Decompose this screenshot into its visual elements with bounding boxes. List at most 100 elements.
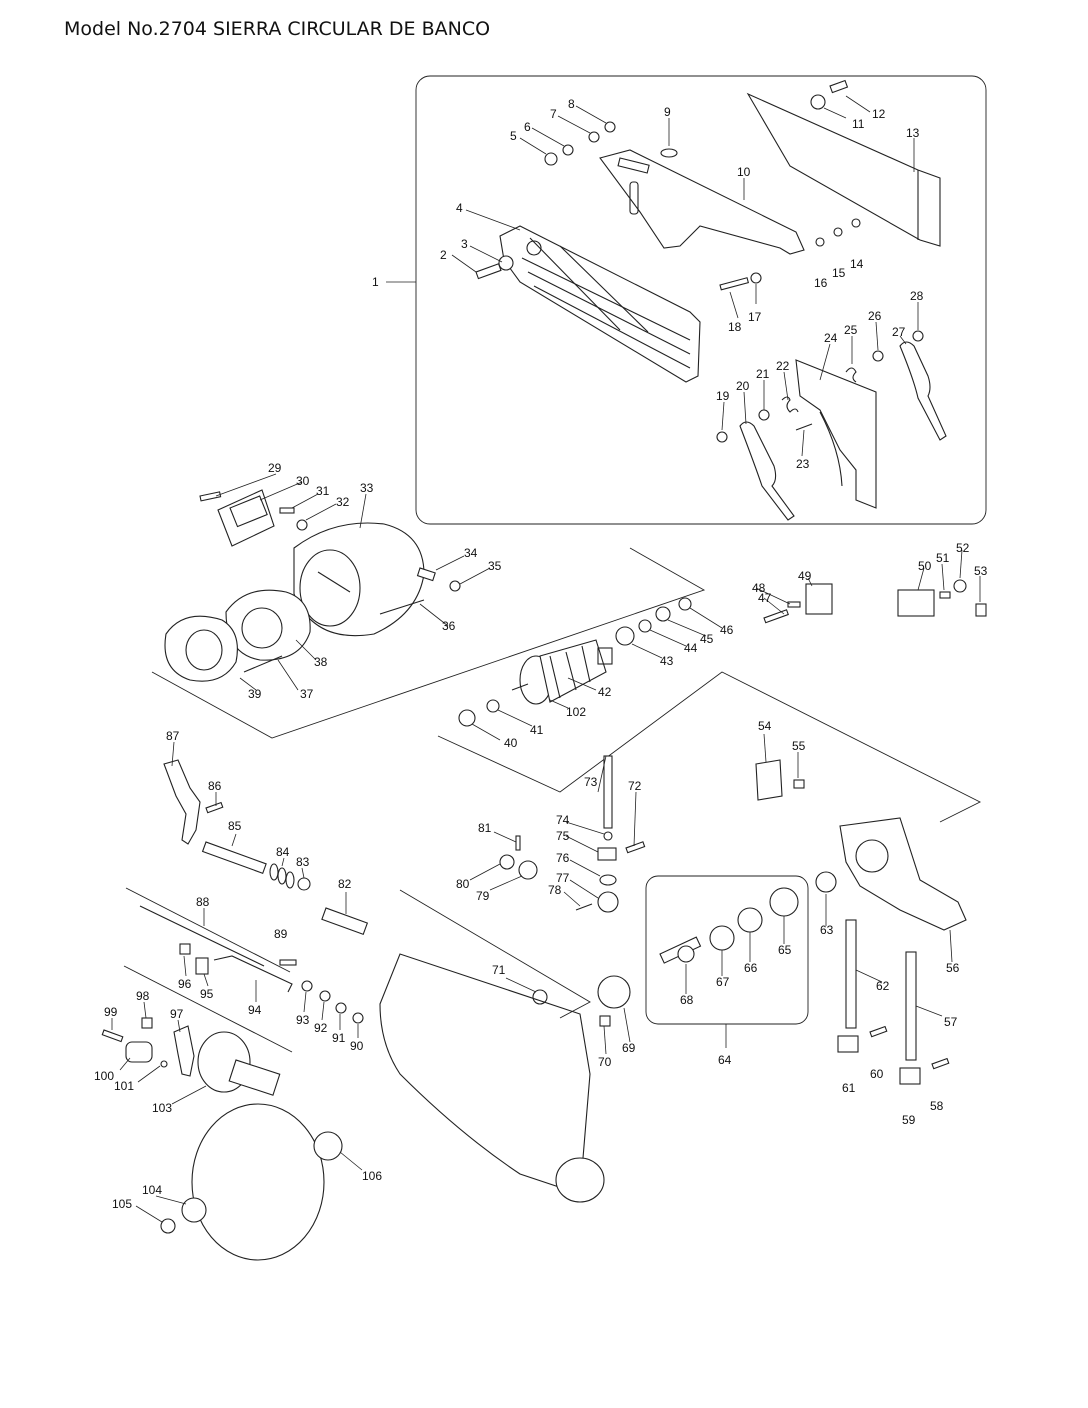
part-29-shape bbox=[199, 491, 222, 502]
part-label-58: 58 bbox=[930, 1099, 944, 1113]
part-label-45: 45 bbox=[700, 632, 714, 646]
part-label-27: 27 bbox=[892, 325, 906, 339]
part-label-38: 38 bbox=[314, 655, 328, 669]
part-label-74: 74 bbox=[556, 813, 570, 827]
part-label-33: 33 bbox=[360, 481, 374, 495]
part-78-shape bbox=[575, 903, 593, 911]
part-label-15: 15 bbox=[832, 266, 846, 280]
part-16-shape bbox=[815, 237, 825, 247]
part-22-shape bbox=[781, 396, 799, 413]
elevation-group-outline bbox=[399, 889, 591, 1019]
part-label-98: 98 bbox=[136, 989, 150, 1003]
part-label-47: 47 bbox=[758, 591, 772, 605]
part-61-shape bbox=[837, 1035, 859, 1053]
part-67-shape bbox=[709, 925, 735, 951]
part-label-39: 39 bbox=[248, 687, 262, 701]
part-91-shape bbox=[335, 1002, 347, 1014]
part-label-48: 48 bbox=[752, 581, 766, 595]
part-label-49: 49 bbox=[798, 569, 812, 583]
part-label-3: 3 bbox=[461, 237, 468, 251]
part-label-80: 80 bbox=[456, 877, 470, 891]
part-label-2: 2 bbox=[440, 248, 447, 262]
part-label-75: 75 bbox=[556, 829, 570, 843]
part-106-shape bbox=[313, 1131, 343, 1161]
part-95-shape bbox=[195, 957, 209, 975]
part-57-shape bbox=[905, 951, 917, 1061]
part-label-62: 62 bbox=[876, 979, 890, 993]
part-9-shape bbox=[660, 148, 678, 158]
part-41-shape bbox=[486, 699, 500, 713]
part-label-85: 85 bbox=[228, 819, 242, 833]
part-51-shape bbox=[939, 591, 951, 599]
part-label-81: 81 bbox=[478, 821, 492, 835]
part-label-93: 93 bbox=[296, 1013, 310, 1027]
part-label-17: 17 bbox=[748, 310, 762, 324]
part-13-shape bbox=[746, 92, 941, 247]
part-label-57: 57 bbox=[944, 1015, 958, 1029]
part-11-shape bbox=[810, 94, 826, 110]
part-79-shape bbox=[518, 860, 538, 880]
part-40-shape bbox=[458, 709, 476, 727]
part-label-86: 86 bbox=[208, 779, 222, 793]
part-101-shape bbox=[160, 1060, 168, 1068]
part-77-shape bbox=[597, 891, 619, 913]
part-35-shape bbox=[449, 580, 461, 592]
part-label-89: 89 bbox=[274, 927, 288, 941]
part-60-shape bbox=[869, 1025, 888, 1038]
hand-wheel-group-outline bbox=[123, 965, 293, 1053]
part-label-10: 10 bbox=[737, 165, 751, 179]
part-label-53: 53 bbox=[974, 564, 988, 578]
part-6-shape bbox=[562, 144, 574, 156]
part-label-52: 52 bbox=[956, 541, 970, 555]
part-38-shape bbox=[225, 589, 311, 661]
part-69-shape bbox=[597, 975, 631, 1009]
part-label-84: 84 bbox=[276, 845, 290, 859]
part-27-shape bbox=[899, 341, 947, 441]
part-label-106: 106 bbox=[362, 1169, 382, 1183]
part-label-42: 42 bbox=[598, 685, 612, 699]
part-label-102: 102 bbox=[566, 705, 586, 719]
part-label-11: 11 bbox=[852, 117, 865, 131]
part-label-99: 99 bbox=[104, 1005, 118, 1019]
part-58-shape bbox=[931, 1057, 950, 1070]
part-label-6: 6 bbox=[524, 120, 531, 134]
blade-disc bbox=[191, 1103, 325, 1261]
part-label-101: 101 bbox=[114, 1079, 134, 1093]
part-47-shape bbox=[763, 609, 789, 624]
part-75-shape bbox=[597, 847, 617, 861]
part-43-shape bbox=[615, 626, 635, 646]
part-label-87: 87 bbox=[166, 729, 180, 743]
part-label-30: 30 bbox=[296, 474, 310, 488]
part-label-36: 36 bbox=[442, 619, 456, 633]
part-label-100: 100 bbox=[94, 1069, 114, 1083]
part-label-16: 16 bbox=[814, 276, 828, 290]
part-label-44: 44 bbox=[684, 641, 698, 655]
part-label-50: 50 bbox=[918, 559, 932, 573]
part-label-31: 31 bbox=[316, 484, 330, 498]
part-label-95: 95 bbox=[200, 987, 214, 1001]
part-label-26: 26 bbox=[868, 309, 882, 323]
part-label-8: 8 bbox=[568, 97, 575, 111]
part-44-shape bbox=[638, 619, 652, 633]
part-label-65: 65 bbox=[778, 943, 792, 957]
part-7-shape bbox=[588, 131, 600, 143]
part-93-shape bbox=[301, 980, 313, 992]
part-87-shape bbox=[163, 759, 201, 845]
part-28-shape bbox=[912, 330, 924, 342]
part-12-shape bbox=[829, 79, 849, 94]
part-46-shape bbox=[678, 597, 692, 611]
part-72-shape bbox=[625, 841, 646, 854]
part-label-78: 78 bbox=[548, 883, 562, 897]
part-52-shape bbox=[953, 579, 967, 593]
part-label-66: 66 bbox=[744, 961, 758, 975]
part-label-60: 60 bbox=[870, 1067, 884, 1081]
part-92-shape bbox=[319, 990, 331, 1002]
part-label-90: 90 bbox=[350, 1039, 364, 1053]
part-37-shape bbox=[243, 655, 283, 673]
part-label-67: 67 bbox=[716, 975, 730, 989]
part-label-104: 104 bbox=[142, 1183, 162, 1197]
part-label-23: 23 bbox=[796, 457, 810, 471]
part-19-shape bbox=[716, 431, 728, 443]
part-48-shape bbox=[787, 601, 801, 608]
part-82-shape bbox=[321, 907, 369, 936]
